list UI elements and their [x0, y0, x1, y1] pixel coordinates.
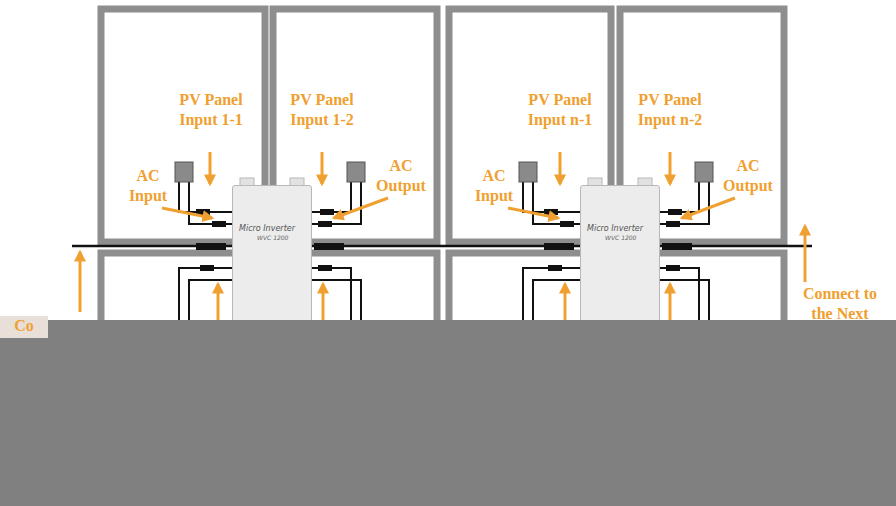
- junction-boxes: [175, 162, 713, 182]
- model-number: WVC 1200: [605, 234, 655, 242]
- product-name: Micro Inverter: [587, 224, 655, 234]
- callout-label: AC Input: [123, 166, 173, 206]
- callout-label: PV Panel Input 1-1: [171, 90, 251, 130]
- micro-inverter: Micro InverterWVC 1200: [232, 185, 312, 335]
- callout-label: AC Output: [716, 156, 780, 196]
- callout-arrows: [80, 152, 805, 320]
- callout-label: AC Output: [369, 156, 433, 196]
- micro-inverter: Micro InverterWVC 1200: [580, 185, 660, 335]
- callout-label: PV Panel Input 1-2: [282, 90, 362, 130]
- callout-label: Co: [4, 316, 44, 336]
- callout-label: Connect to the Next: [794, 284, 886, 324]
- callout-label: PV Panel Input n-1: [520, 90, 600, 130]
- callout-label: AC Input: [469, 166, 519, 206]
- model-number: WVC 1200: [257, 234, 307, 242]
- ac-bus-cable: [312, 245, 580, 248]
- product-name: Micro Inverter: [239, 224, 307, 234]
- callout-label: PV Panel Input n-2: [630, 90, 710, 130]
